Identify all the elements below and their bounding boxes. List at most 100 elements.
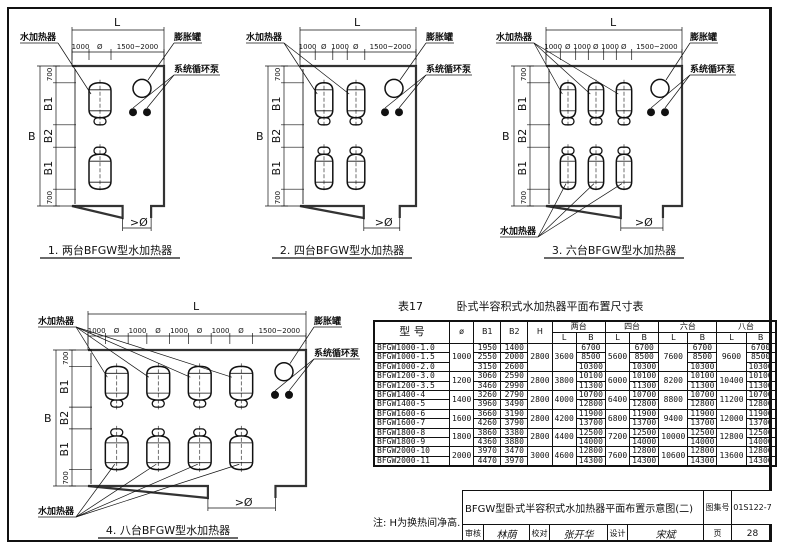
- subcol-l: L: [551, 332, 577, 344]
- cell-l: 9600: [716, 342, 747, 373]
- water-heater-icon: [587, 144, 605, 193]
- door-width-label: >Ø: [130, 216, 148, 229]
- door-width-label: >Ø: [635, 216, 653, 229]
- pump-label: 系统循环泵: [314, 347, 360, 359]
- heater-label: 水加热器: [38, 315, 75, 327]
- heater-leader: [537, 183, 623, 238]
- heater-leader: [75, 463, 157, 518]
- heater-leader: [75, 326, 108, 378]
- cell-b: 10100: [629, 371, 660, 382]
- cell-h: 2800: [527, 408, 553, 429]
- b-label: B: [502, 130, 510, 143]
- dim-1000-label: 1000: [601, 43, 619, 51]
- b-sub-label: B1: [270, 161, 283, 176]
- cell-b: 14300: [575, 455, 606, 467]
- cell-l: 13600: [716, 446, 747, 467]
- pump-leader: [664, 74, 691, 109]
- cell-model: BFGW1600-7: [373, 418, 450, 429]
- page-number: 28: [731, 525, 773, 542]
- dim-phi-label: Ø: [197, 327, 203, 335]
- cell-l: 6400: [604, 390, 631, 410]
- col-model: 型 号: [373, 320, 450, 344]
- dim-1000-label: 1000: [72, 43, 90, 51]
- cell-l: 5600: [604, 342, 631, 373]
- expansion-tank-icon: [274, 362, 294, 382]
- cell-b: 12800: [687, 446, 718, 457]
- cell-b: 12800: [575, 446, 606, 457]
- b-sub-label: B2: [42, 129, 55, 144]
- tank-leader: [289, 326, 315, 364]
- room-wall: [71, 64, 166, 220]
- cell-b: 8500: [687, 352, 718, 363]
- cell-phi: 1000: [448, 342, 475, 373]
- col-group-2: 两台: [551, 320, 606, 333]
- cell-b: 13700: [687, 418, 718, 429]
- cell-model: BFGW1200-3.0: [373, 371, 450, 382]
- col-h: H: [527, 320, 553, 344]
- b-sub-label: 700: [520, 68, 528, 81]
- design-label: 设计: [607, 525, 627, 542]
- water-heater-icon: [146, 425, 171, 473]
- b-sub-label: B2: [58, 411, 71, 426]
- cell-b: 12800: [745, 399, 777, 410]
- cell-b: 13700: [745, 418, 777, 429]
- dim-1000-label: 1000: [299, 43, 317, 51]
- pump-icon: [271, 390, 279, 399]
- door-width-label: >Ø: [375, 216, 393, 229]
- pump-icon: [647, 108, 655, 117]
- cell-b1: 3960: [473, 399, 502, 410]
- cell-b: 14300: [687, 455, 718, 467]
- cell-l: 6800: [604, 408, 631, 429]
- tank-leader: [665, 42, 691, 81]
- pump-icon: [395, 108, 403, 117]
- l-label: L: [114, 16, 121, 29]
- dim-phi-label: Ø: [321, 43, 327, 51]
- cell-b2: 3470: [500, 446, 529, 457]
- heater-leader: [537, 183, 567, 238]
- pump-leader: [146, 74, 175, 109]
- water-heater-icon: [229, 425, 254, 473]
- dim-1500-2000-label: 1500~2000: [259, 327, 301, 335]
- water-heater-icon: [88, 79, 112, 128]
- plan-caption: 3. 六台BFGW型水加热器: [552, 243, 676, 257]
- cell-l: 8800: [658, 390, 689, 410]
- check-signature: 张开华: [549, 525, 607, 542]
- cell-b2: 2000: [500, 352, 529, 363]
- cell-b1: 4260: [473, 418, 502, 429]
- table-heading: 表17 卧式半容积式水加热器平面布置尺寸表: [398, 298, 644, 314]
- dim-1500-2000-label: 1500~2000: [117, 43, 159, 51]
- water-heater-icon: [559, 79, 577, 128]
- heater-leader: [75, 326, 150, 378]
- cell-h: 3000: [527, 446, 553, 467]
- water-heater-icon: [104, 425, 129, 473]
- cell-l: 7600: [604, 446, 631, 467]
- pump-leader: [274, 358, 315, 392]
- subcol-b: B: [745, 332, 777, 344]
- col-group-6: 六台: [658, 320, 718, 333]
- review-label: 审核: [465, 529, 481, 538]
- b-sub-label: 700: [274, 68, 282, 81]
- pump-label: 系统循环泵: [174, 63, 220, 75]
- heater-leader: [533, 42, 619, 95]
- heater-leader: [57, 42, 92, 95]
- expansion-tank-label: 膨胀罐: [313, 315, 341, 327]
- pump-icon: [129, 108, 137, 117]
- heater-leader: [537, 183, 595, 238]
- cell-l: 12800: [716, 427, 747, 448]
- pump-leader: [132, 74, 175, 109]
- b-sub-label: B1: [42, 97, 55, 112]
- expansion-tank-label: 膨胀罐: [689, 31, 717, 43]
- door-width-label: >Ø: [235, 496, 253, 509]
- cell-b: 12800: [629, 399, 660, 410]
- subcol-l: L: [658, 332, 689, 344]
- expansion-tank-icon: [384, 78, 404, 99]
- cell-b: 14300: [629, 455, 660, 467]
- dim-1000-label: 1000: [573, 43, 591, 51]
